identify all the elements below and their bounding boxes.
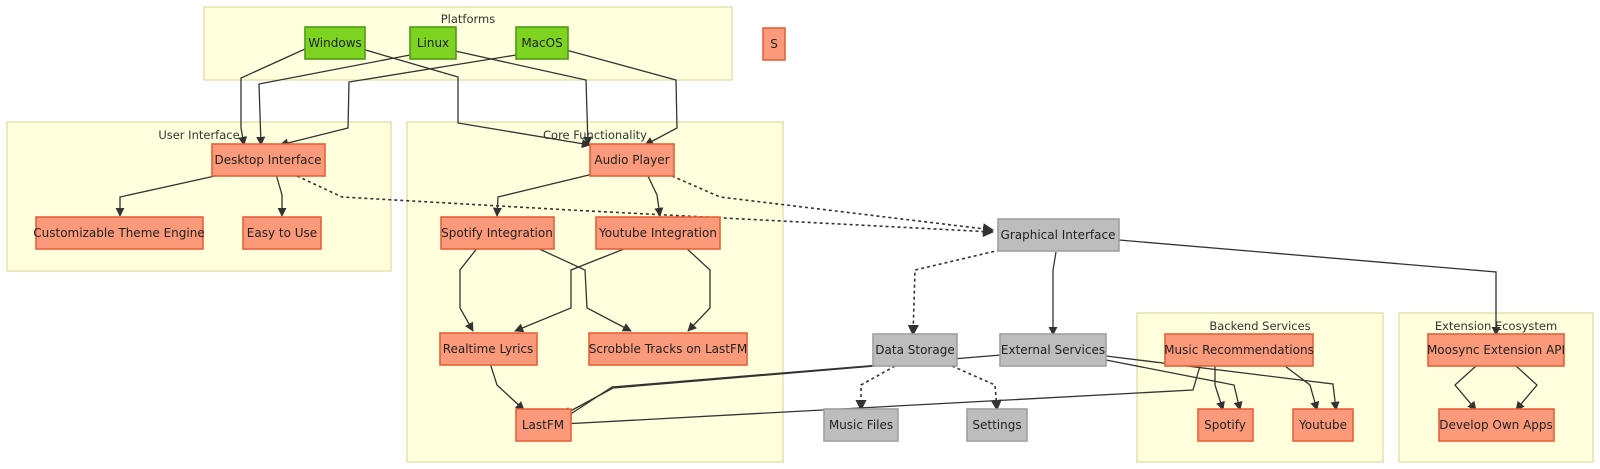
node-linux-label: Linux [417,36,449,50]
node-lyrics-label: Realtime Lyrics [443,342,534,356]
node-music-files-label: Music Files [829,418,893,432]
node-develop-own-apps[interactable]: Develop Own Apps [1438,408,1555,442]
edge-youtube-scrobble [684,246,711,332]
edge-extapi-devapps-1 [1454,365,1477,411]
edge-external-spotify [1105,359,1243,411]
node-theme-engine[interactable]: Customizable Theme Engine [33,216,205,250]
node-youtube-integration[interactable]: Youtube Integration [595,216,721,250]
edge-musicrec-youtube [1284,365,1320,411]
cluster-platforms: Platforms [203,6,733,81]
edge-graphical-extapi [1118,239,1501,336]
node-windows-label: Windows [308,36,362,50]
node-youtube-label: Youtube [1298,418,1347,432]
edge-graphical-storage [907,249,1001,337]
cluster-ui-label: User Interface [158,128,239,142]
node-desktop-interface[interactable]: Desktop Interface [211,143,326,177]
edge-audio-spotify-int [492,173,594,217]
edge-storage-musicfiles [855,365,896,412]
node-external-label: External Services [1001,343,1105,357]
node-desktop-label: Desktop Interface [214,153,321,167]
node-youtube[interactable]: Youtube [1292,408,1354,442]
edge-extapi-devapps-2 [1515,365,1538,411]
node-scrobble-label: Scrobble Tracks on LastFM [589,342,747,356]
edge-spotify-scrobble [534,246,632,332]
edge-storage-settings [951,365,1002,412]
node-music-recommendations[interactable]: Music Recommendations [1164,333,1314,367]
edge-lyrics-lastfm [489,362,525,411]
node-music-files[interactable]: Music Files [823,408,899,442]
node-settings-label: Settings [972,418,1021,432]
node-lastfm[interactable]: LastFM [515,408,572,442]
node-easy-label: Easy to Use [247,226,317,240]
edge-windows-desktop [238,48,306,146]
node-macos-label: MacOS [521,36,562,50]
node-macos[interactable]: MacOS [515,26,569,60]
node-spotify[interactable]: Spotify [1197,408,1254,442]
edge-linux-audio [454,50,593,146]
cluster-platforms-label: Platforms [441,12,496,26]
node-s-label: S [770,37,778,51]
node-audio-label: Audio Player [594,153,669,167]
node-realtime-lyrics[interactable]: Realtime Lyrics [439,332,538,366]
edge-musicrec-spotify [1214,366,1225,411]
node-data-storage[interactable]: Data Storage [872,333,958,367]
node-external-services[interactable]: External Services [999,333,1107,367]
node-linux[interactable]: Linux [409,26,457,60]
node-graphical-interface[interactable]: Graphical Interface [997,218,1120,252]
node-lastfm-label: LastFM [522,418,564,432]
node-windows[interactable]: Windows [304,26,366,60]
node-dev-apps-label: Develop Own Apps [1439,418,1553,432]
edge-macos-audio [565,49,678,146]
nodes: Windows Linux MacOS S Desktop Interface … [33,26,1565,442]
node-settings[interactable]: Settings [966,408,1028,442]
node-youtube-int-label: Youtube Integration [598,226,717,240]
node-easy-to-use[interactable]: Easy to Use [242,216,322,250]
edge-desktop-graphical [296,175,995,238]
edge-desktop-theme [115,173,225,217]
edge-macos-desktop [279,54,517,148]
edge-graphical-external [1048,251,1058,336]
cluster-core-label: Core Functionality [543,128,647,142]
node-graphical-label: Graphical Interface [1001,228,1116,242]
node-s[interactable]: S [762,27,786,61]
edge-external-lastfm [562,354,1002,420]
node-scrobble[interactable]: Scrobble Tracks on LastFM [588,332,748,366]
edge-windows-audio [361,48,591,149]
edge-youtube-lyrics [514,246,630,333]
edge-desktop-easy [275,173,287,217]
node-extension-api[interactable]: Moosync Extension API [1427,333,1565,367]
edge-storage-lastfm [562,365,876,416]
edge-spotify-lyrics [459,246,479,332]
edge-musicrec-lastfm [562,365,1201,429]
cluster-core-functionality: Core Functionality [406,121,784,463]
edge-linux-desktop [256,54,411,146]
node-audio-player[interactable]: Audio Player [589,143,675,177]
node-theme-label: Customizable Theme Engine [33,226,204,240]
edge-audio-youtube-int [646,173,664,217]
node-spotify-int-label: Spotify Integration [441,226,553,240]
edge-audio-graphical [671,175,995,235]
node-spotify-label: Spotify [1204,418,1246,432]
cluster-backend-label: Backend Services [1209,319,1310,333]
node-music-rec-label: Music Recommendations [1164,343,1314,357]
node-storage-label: Data Storage [875,343,954,357]
node-spotify-integration[interactable]: Spotify Integration [440,216,555,250]
node-ext-api-label: Moosync Extension API [1427,343,1565,357]
